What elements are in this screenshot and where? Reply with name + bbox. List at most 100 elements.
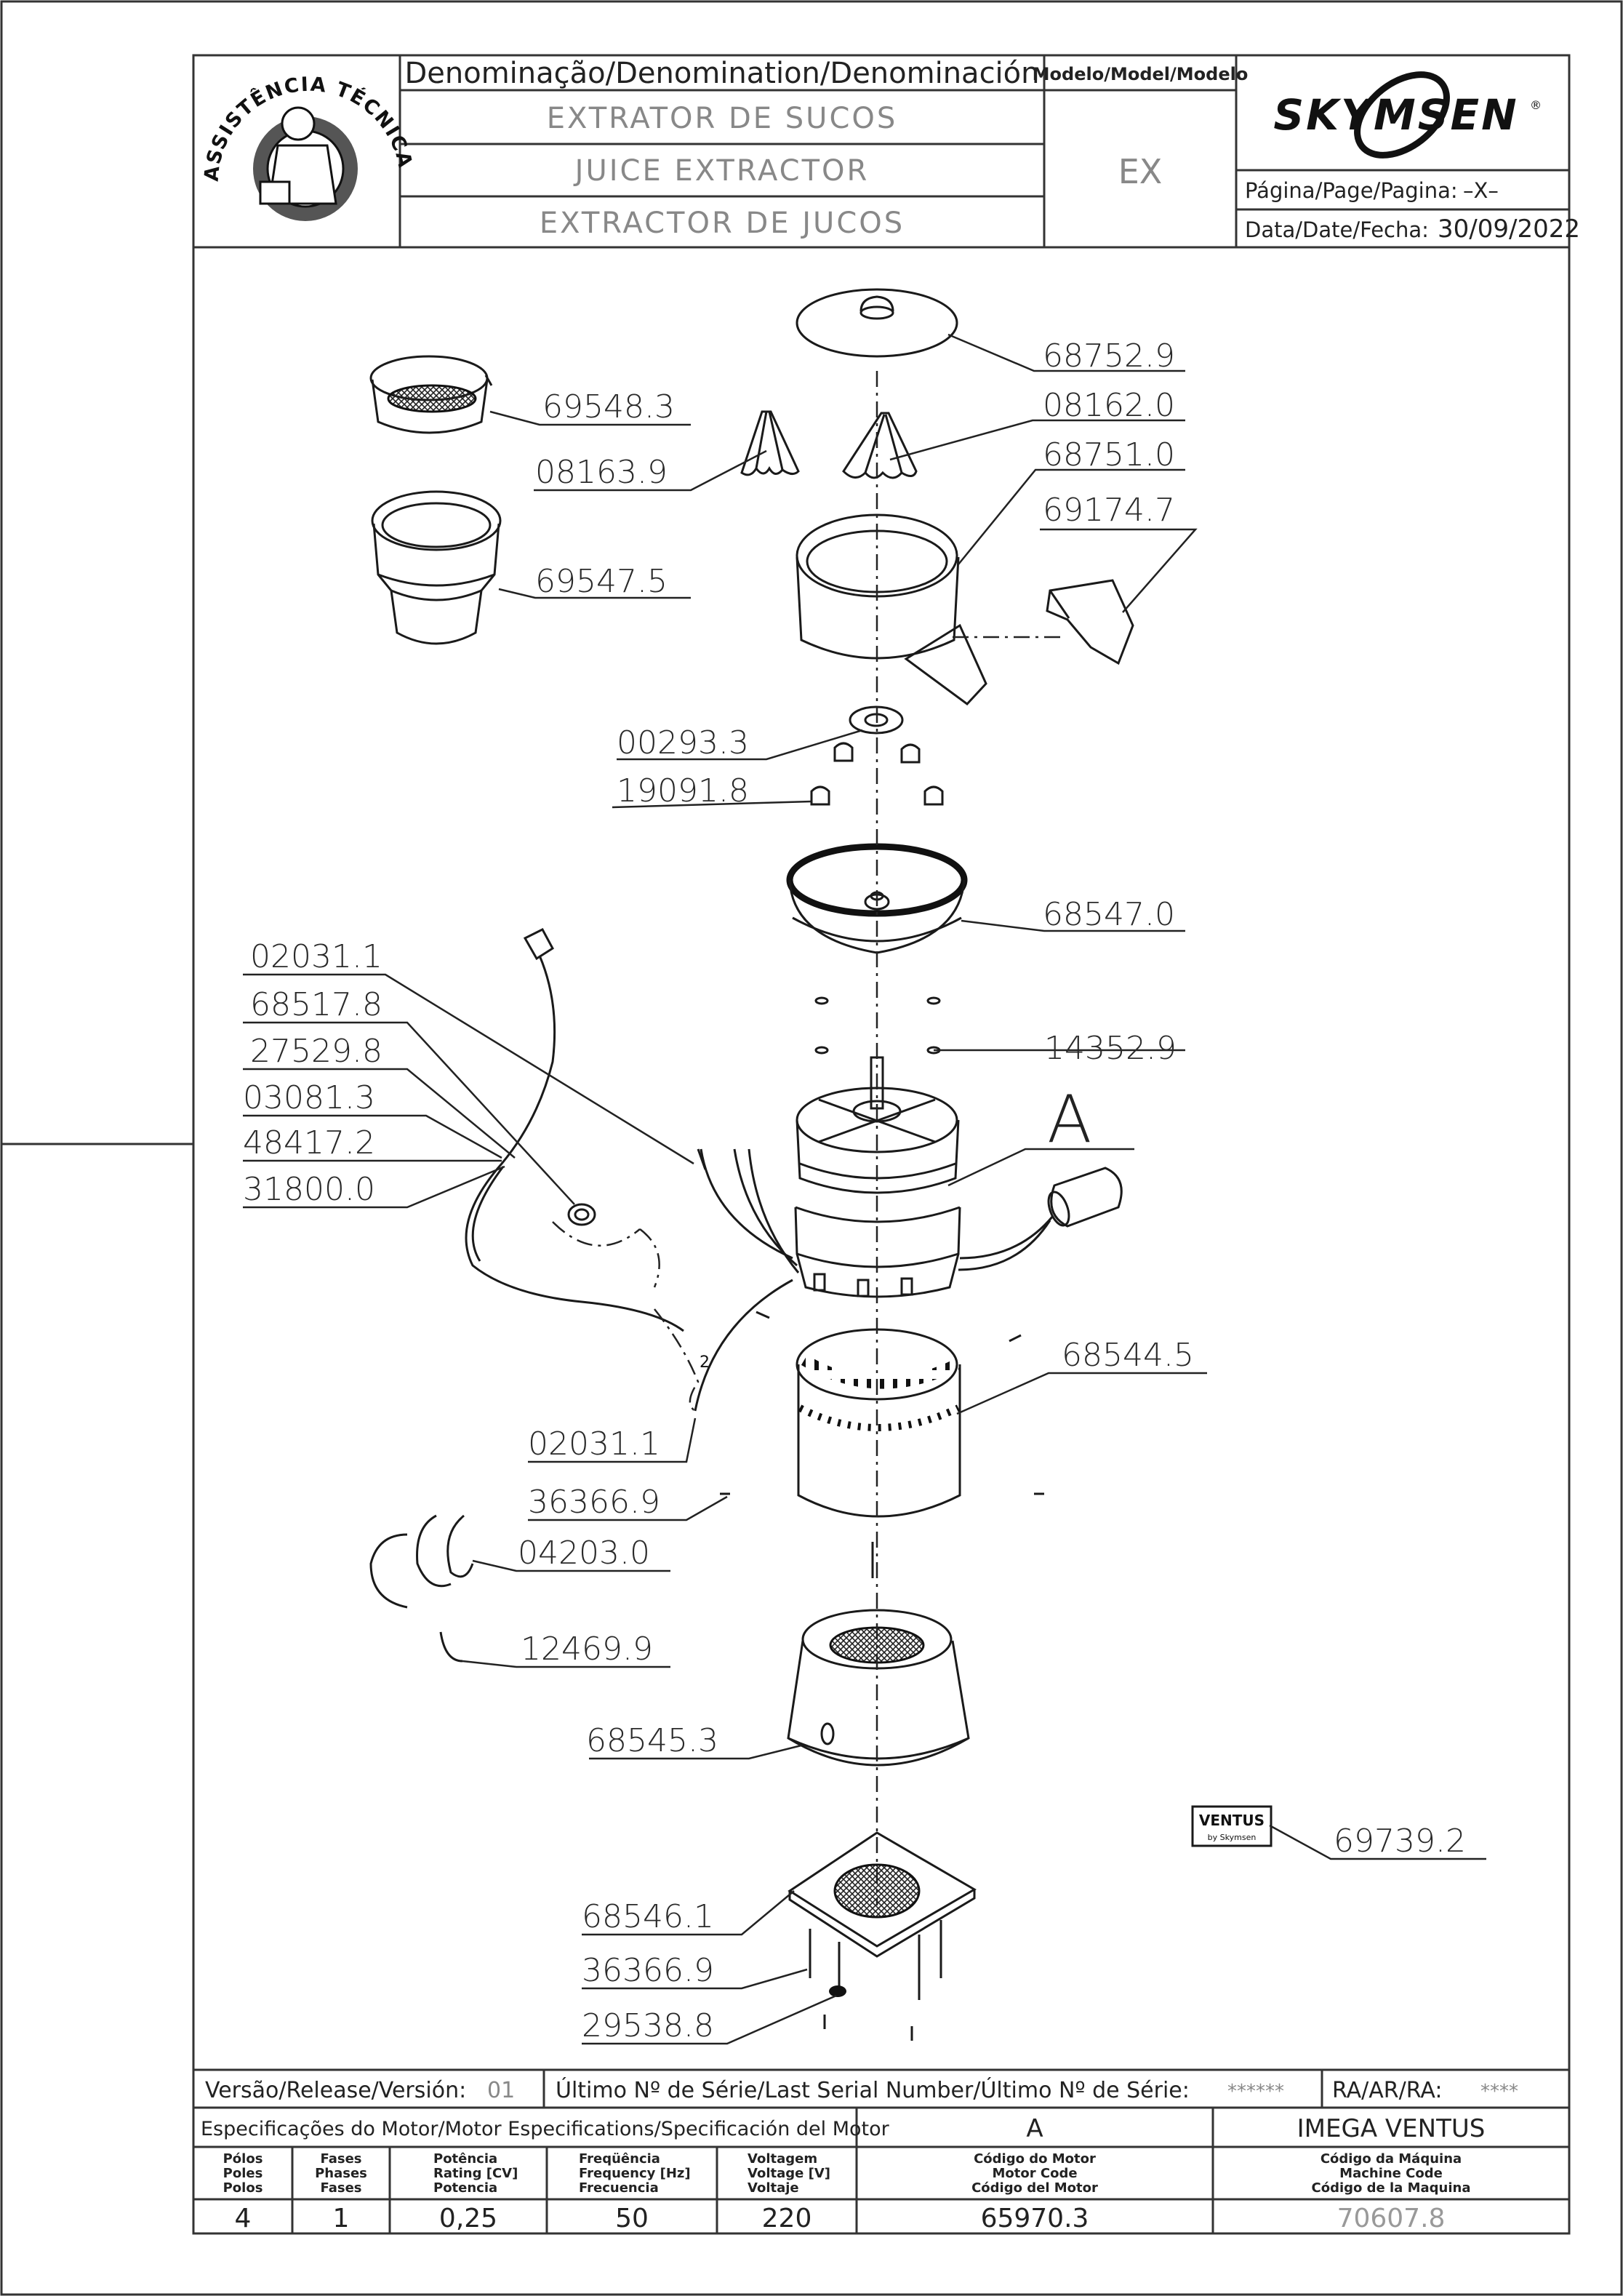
spec-label: Potência [433,2151,497,2167]
part-feet-screws [809,1920,942,2041]
part-label: 04203.0 [518,1535,650,1572]
version-label: Versão/Release/Versión: [205,2078,466,2103]
spec-label: Potencia [433,2180,497,2196]
spec-label: Código do Motor [974,2151,1096,2167]
spec-col-motor-code: Código do Motor Motor Code Código del Mo… [971,2151,1098,2196]
part-68546-1-plate [788,1831,977,1958]
spec-label: Motor Code [992,2166,1077,2181]
title-block: Denominação/Denomination/Denominación EX… [0,0,1580,249]
product-name-es: EXTRACTOR DE JUCOS [540,207,905,240]
version-value: 01 [487,2078,515,2103]
ra-label: RA/AR/RA: [1332,2078,1442,2103]
part-label: 14352.9 [1044,1030,1177,1067]
part-label: 68517.8 [250,986,382,1023]
model-value: EX [1118,152,1163,191]
wire-number-label: 2 [700,1353,710,1372]
spec-value-poles: 4 [235,2204,252,2233]
part-label: 68547.0 [1043,896,1175,933]
part-label: 36366.9 [582,1952,714,1989]
machine-brand: IMEGA VENTUS [1297,2114,1486,2143]
part-label: 68752.9 [1043,337,1175,375]
part-label: 08163.9 [535,454,668,491]
product-name-en: JUICE EXTRACTOR [573,154,870,188]
leader-lines [243,333,1486,2045]
part-label: 31800.0 [243,1171,375,1208]
part-label: 68751.0 [1043,436,1175,473]
part-label: 08162.0 [1043,387,1175,424]
spec-col-voltage: Voltagem Voltage [V] Voltaje [748,2151,830,2196]
part-capacitor [958,1167,1123,1271]
part-68751-0-bowl [796,513,987,706]
part-label: 02031.1 [528,1425,660,1463]
spec-col-poles: Pólos Poles Polos [223,2151,263,2196]
spec-col-rating: Potência Rating [CV] Potencia [433,2151,518,2196]
part-68545-3-base [787,1609,970,1767]
part-04203-0-clamps [369,1514,474,1609]
brand-mark: ® [1530,98,1542,112]
product-name-pt: EXTRATOR DE SUCOS [547,102,898,135]
spec-label: Voltage [V] [748,2166,830,2181]
part-69548-3-strainer [369,355,493,434]
ra-value: **** [1480,2081,1518,2103]
footer-block: Versão/Release/Versión: 01 Último Nº de … [193,2068,1569,2233]
part-08162-0-reamer [842,412,918,479]
spec-label: Machine Code [1339,2166,1443,2181]
date-value: 30/09/2022 [1438,215,1580,244]
part-label: 29538.8 [582,2007,714,2044]
spec-value-rating: 0,25 [439,2204,497,2233]
spec-label: Polos [223,2180,263,2196]
page-value: –X– [1463,178,1499,203]
spec-label: Phases [315,2166,367,2181]
part-screws-housing [720,1311,1044,1578]
part-label: 69174.7 [1043,492,1175,529]
part-label: 02031.1 [250,938,382,975]
spec-label: Freqüência [579,2151,660,2167]
spec-label: Pólos [223,2151,263,2167]
part-label: 69548.3 [542,388,675,425]
part-label: 69547.5 [535,563,668,600]
part-label: 68544.5 [1062,1337,1194,1374]
spec-value-motor-code: 65970.3 [981,2204,1089,2233]
part-label: 68545.3 [586,1722,718,1759]
spec-label: Código del Motor [971,2180,1098,2196]
badge-subtitle: by Skymsen [1208,1833,1257,1842]
part-69547-5-cup [371,490,502,645]
part-label: 69739.2 [1334,1823,1466,1860]
spec-col-phases: Fases Phases Fases [315,2151,367,2196]
part-label: 27529.8 [250,1033,382,1070]
spec-label: Fases [320,2180,361,2196]
serial-label: Último Nº de Série/Last Serial Number/Úl… [556,2076,1190,2103]
part-label: 68546.1 [582,1898,714,1935]
part-label: 19091.8 [617,772,749,809]
spec-value-machine-code: 70607.8 [1337,2204,1446,2233]
brand-name: SKYMSEN [1273,90,1518,140]
spec-label: Rating [CV] [433,2166,518,2181]
spec-value-phases: 1 [333,2204,350,2233]
spec-label: Voltagem [748,2151,817,2167]
spec-col-frequency: Freqüência Frequency [Hz] Frecuencia [579,2151,691,2196]
spec-label: Voltaje [748,2180,799,2196]
motor-callout: A [1047,1081,1092,1158]
spec-label: Fases [320,2151,361,2167]
part-68752-9-lid [796,288,958,358]
motor-letter: A [1026,2114,1043,2143]
part-68544-5-housing [796,1328,961,1518]
serial-value: ****** [1227,2081,1284,2103]
part-label: 36366.9 [528,1484,660,1521]
part-label: 03081.3 [243,1079,375,1116]
part-69174-7-spout [1046,579,1134,665]
part-08163-9-reamer [740,410,800,476]
part-labels: 68752.9 69548.3 08162.0 08163.9 68751.0 … [243,337,1466,2044]
badge-title: VENTUS [1199,1812,1265,1829]
service-seal-logo: ASSISTÊNCIA TÉCNICA AUTORIZADA [0,0,416,221]
part-69739-2-badge: VENTUS by Skymsen [1191,1805,1273,1847]
spec-value-frequency: 50 [615,2204,649,2233]
spec-label: Código da Máquina [1321,2151,1462,2167]
drawing-frame [192,54,1571,2235]
denomination-title: Denominação/Denomination/Denominación [404,57,1039,90]
part-12469-9-clip [439,1631,463,1663]
spec-title: Especificações do Motor/Motor Especifica… [201,2118,890,2140]
date-label: Data/Date/Fecha: [1245,217,1429,242]
